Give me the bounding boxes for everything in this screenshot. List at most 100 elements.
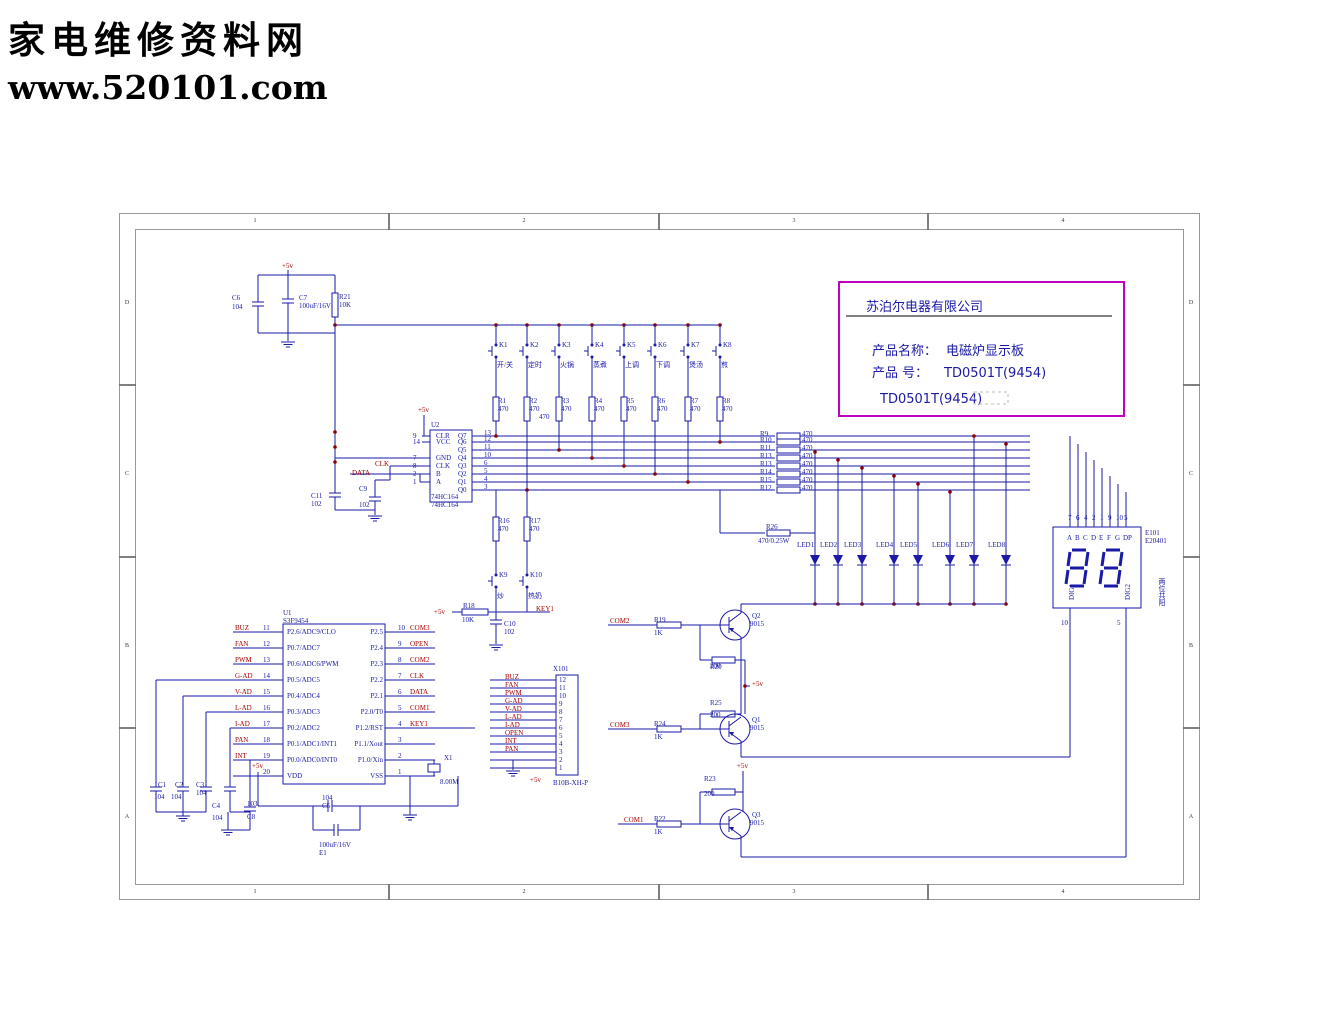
key-ref-4: K4	[595, 341, 604, 349]
u1-pin-name: P2.5	[370, 628, 383, 636]
junction-dot	[916, 482, 920, 486]
c3-value: 104	[196, 789, 207, 797]
product-model-repeat: TD0501T(9454)	[879, 392, 982, 407]
u2-pin-num: 12	[484, 435, 492, 443]
frame-row-label: C	[125, 471, 129, 477]
u2-pin-name: CLK	[436, 462, 450, 470]
connector-pin: 2	[559, 756, 563, 764]
u1-pin-name: P2.4	[370, 644, 383, 652]
u1-pin-num: 7	[398, 672, 402, 680]
connector-net: PAN	[505, 745, 518, 753]
u1-pin-name: P2.1	[370, 692, 383, 700]
u1-pin-num: 19	[263, 752, 271, 760]
display-segment	[1084, 551, 1090, 567]
u1-net: CLK	[410, 672, 424, 680]
key-res-value: 470	[594, 405, 605, 413]
r25-ref: R25	[710, 699, 722, 707]
u1-vcc-label: +5v	[252, 762, 263, 770]
display-segment	[1066, 551, 1072, 567]
u2-pin-name: VCC	[436, 438, 451, 446]
led-2	[833, 555, 843, 565]
q-vcc-label: +5v	[752, 680, 763, 688]
x1-value: 8.00M	[440, 778, 459, 786]
u1-pin-name: VDD	[287, 772, 302, 780]
display-segment	[1118, 551, 1124, 567]
base-res-value: 1K	[654, 629, 663, 637]
display-segment	[1082, 569, 1088, 585]
led-7	[969, 555, 979, 565]
u2-pin-num: 1	[413, 478, 417, 486]
frame-row-label: B	[125, 643, 129, 649]
r2-value: 470	[539, 413, 550, 421]
c1-ref: C1	[158, 781, 167, 789]
frame-col-label: 4	[1062, 218, 1065, 224]
key-label-5: 上调	[625, 360, 639, 369]
connector-net: FAN	[505, 681, 518, 689]
frame-row-label: B	[1189, 643, 1193, 649]
connector-part: B10B-XH-P	[553, 779, 588, 787]
key-contact	[525, 585, 529, 589]
display-pin-num: 1	[1100, 514, 1104, 522]
led-3	[857, 555, 867, 565]
u1-pin-num: 5	[398, 704, 402, 712]
res-ref: R17	[529, 517, 541, 525]
display-segment	[1100, 551, 1106, 567]
key-contact	[653, 355, 657, 359]
seg-res-value: 470	[802, 436, 813, 444]
u1-pin-num: 14	[263, 672, 271, 680]
arrow	[729, 732, 734, 736]
key-contact	[622, 355, 626, 359]
connector-net: I-AD	[505, 721, 520, 729]
wire	[728, 811, 742, 822]
seg-res-ref: R12	[760, 484, 772, 492]
key-contact	[653, 343, 657, 347]
connector-x101	[555, 674, 579, 776]
junction-dot	[813, 450, 817, 454]
conn-vcc: +5v	[530, 776, 541, 784]
led-label: LED8	[988, 541, 1006, 549]
display-pin-num: 4	[1084, 514, 1088, 522]
u2-pin-name: CLR	[436, 432, 450, 440]
led-label: LED1	[797, 541, 815, 549]
base-res-ref: R22	[654, 815, 666, 823]
u1-part: S3F9454	[283, 617, 309, 625]
u2-pin-name: B	[436, 470, 441, 478]
key-res-ref: R4	[594, 397, 603, 405]
transistor-net: COM2	[610, 617, 630, 625]
led-6	[945, 555, 955, 565]
key-contact	[590, 343, 594, 347]
display-pin-num: 2	[1092, 514, 1096, 522]
frame-row-label: D	[1189, 300, 1194, 306]
led-label: LED5	[900, 541, 918, 549]
c1-value: 104	[154, 793, 165, 801]
u2-pin-name: GND	[436, 454, 451, 462]
display-caption: 两位共阳	[1158, 578, 1166, 607]
key-res-value: 470	[529, 405, 540, 413]
u1-pin-name: P2.3	[370, 660, 383, 668]
key-label-8: 煎	[721, 360, 728, 369]
connector-ref: X101	[553, 665, 569, 673]
r21-ref: R21	[339, 293, 351, 301]
circuit: +5vC6104C7100uF/16VR2110KK1开/关R1470K2定时R…	[150, 262, 1167, 858]
key-res-ref: R5	[626, 397, 635, 405]
title-box	[838, 281, 1125, 417]
seg-res-ref: R10	[760, 436, 772, 444]
u1-pin-name: P0.1/ADC1/INT1	[287, 740, 337, 748]
key-contact	[525, 573, 529, 577]
key-label-1: 开/关	[497, 360, 513, 369]
u1-pin-num: 1	[398, 768, 402, 776]
display-pin-num: 10	[1116, 514, 1124, 522]
r26-value: 470/0.25W	[758, 537, 790, 545]
u2-pin-num: 4	[484, 475, 488, 483]
c8-ref: C8	[247, 813, 256, 821]
connector-pin: 3	[559, 748, 563, 756]
c9-value: 102	[359, 501, 370, 509]
transistor-ref: Q3	[752, 811, 761, 819]
u2-pin-num: 9	[413, 432, 417, 440]
junction-dot	[892, 474, 896, 478]
base-res-ref: R19	[654, 616, 666, 624]
watermark-title: 家电维修资料网	[8, 18, 309, 62]
u1-ref: U1	[283, 609, 292, 617]
company-name: 苏泊尔电器有限公司	[866, 299, 983, 315]
